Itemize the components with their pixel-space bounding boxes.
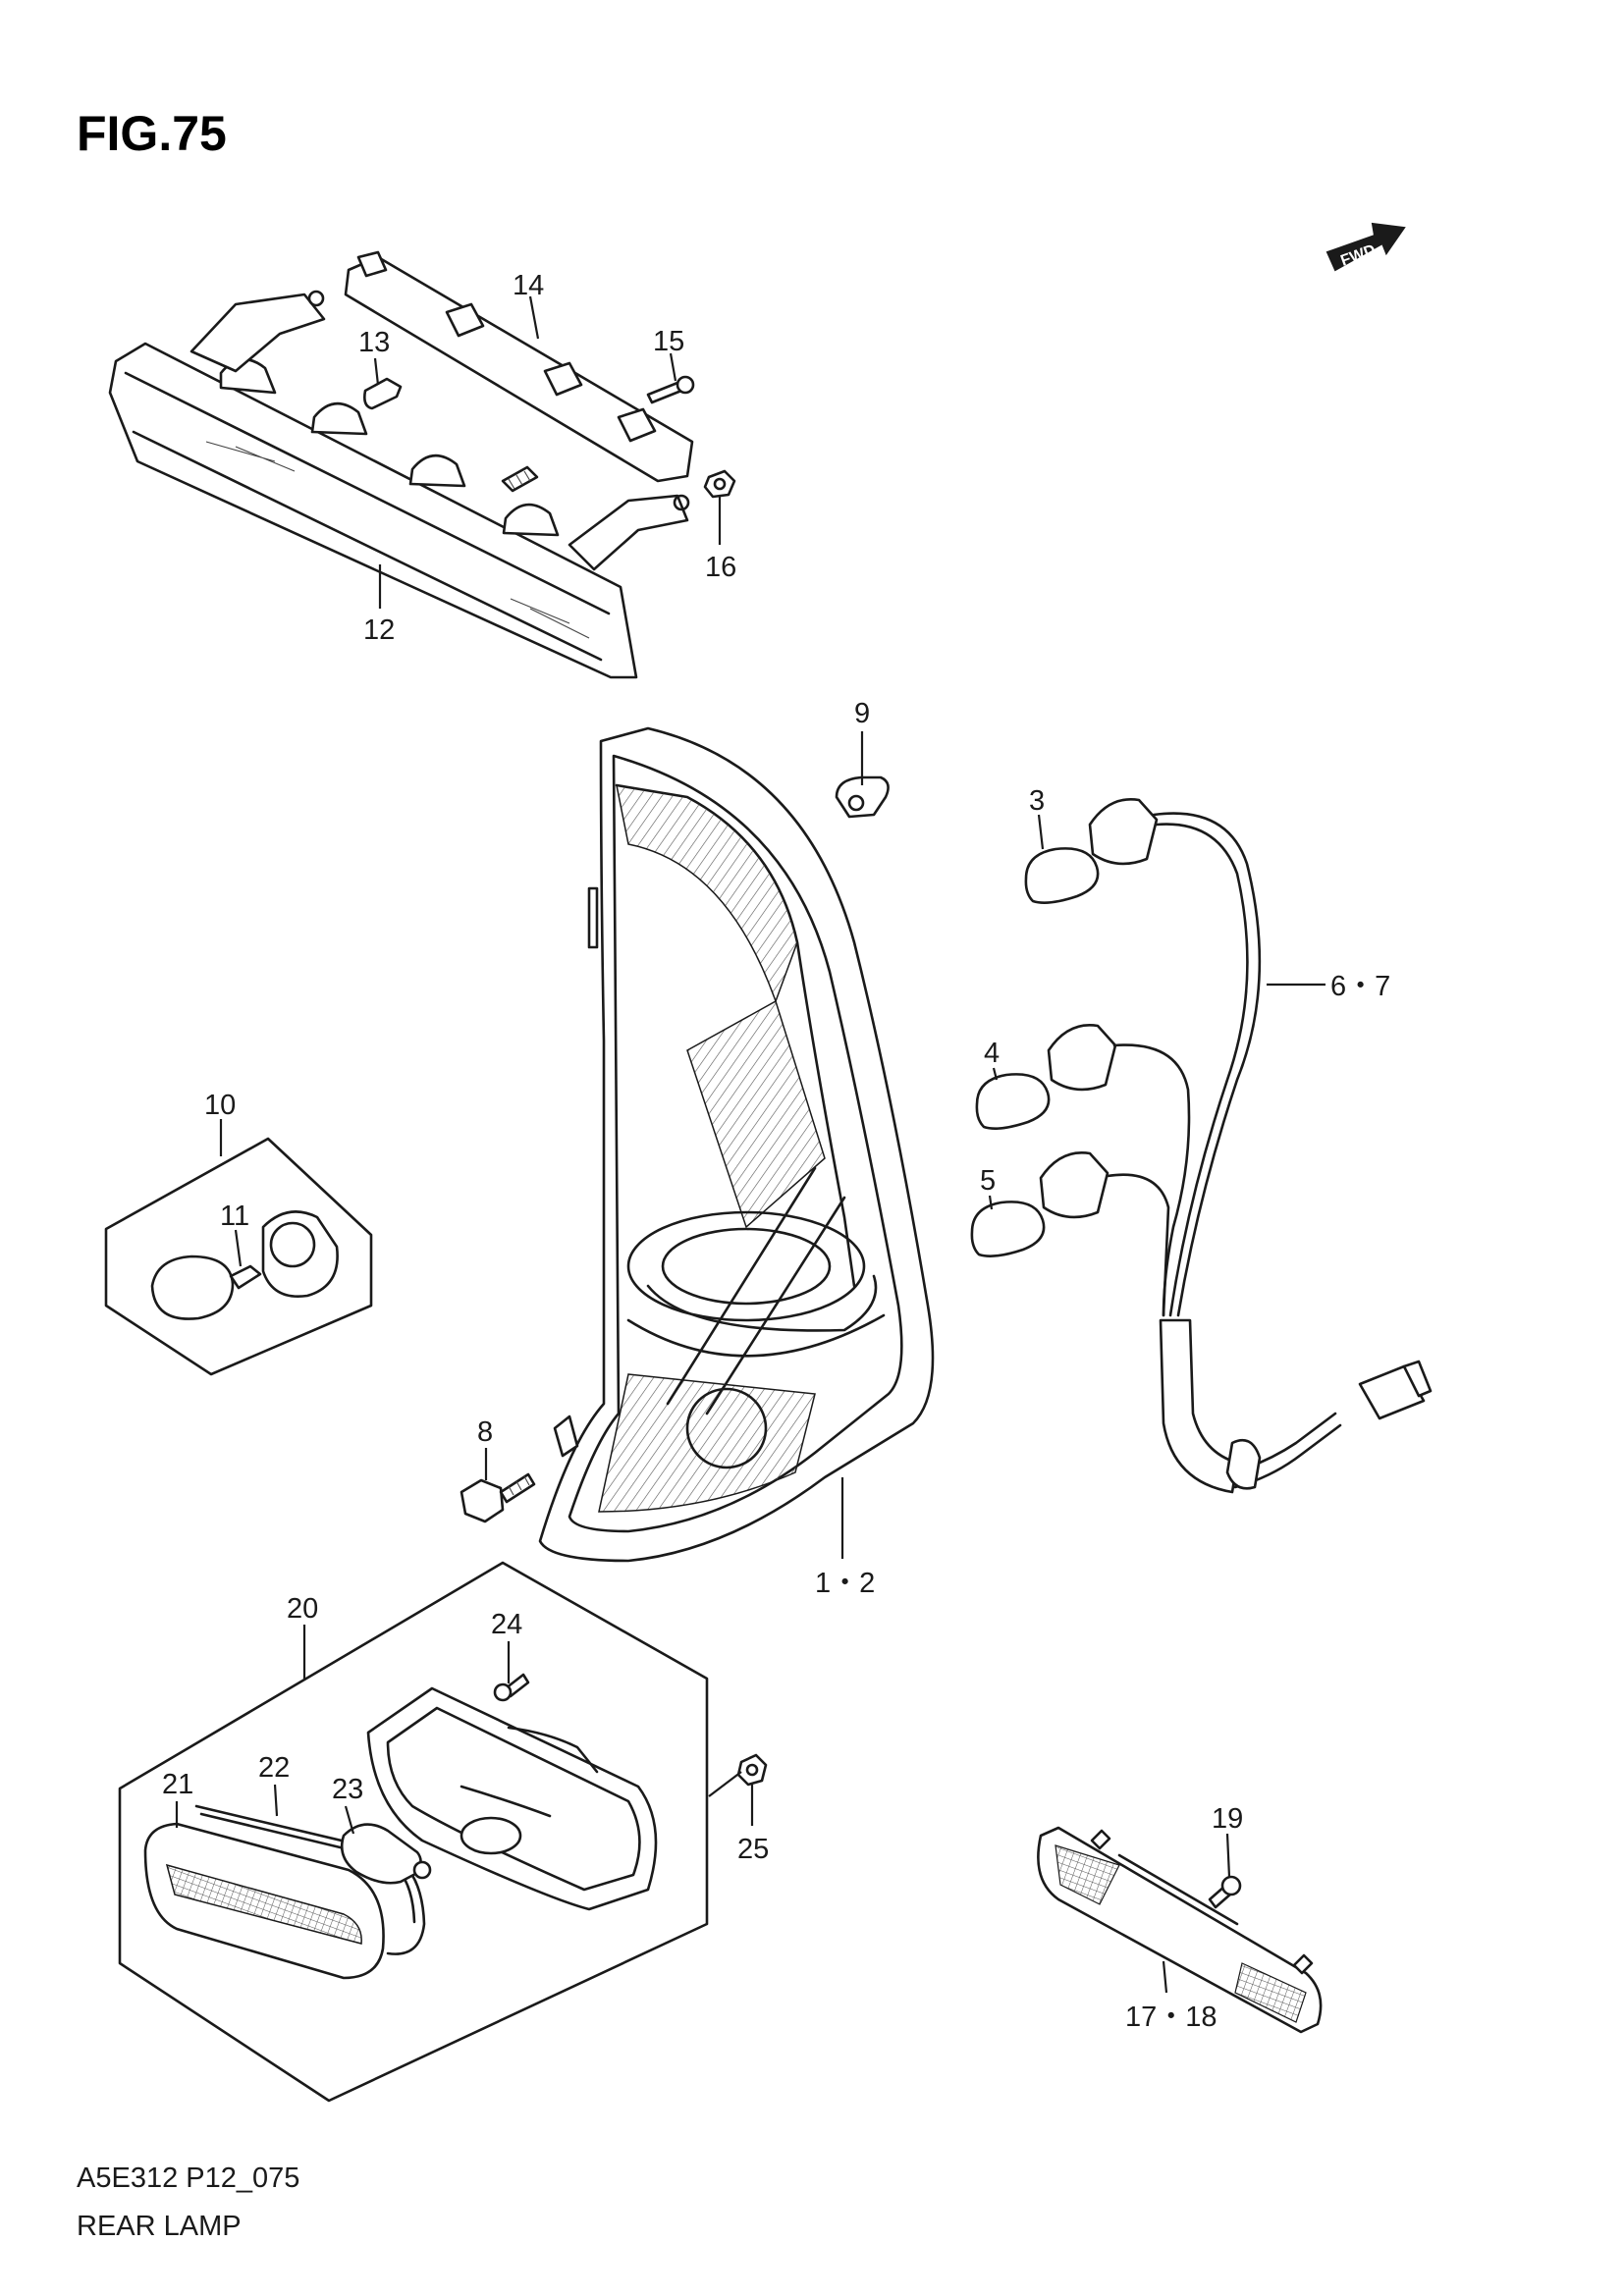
callout-9: 9 <box>854 698 870 729</box>
callout-1-2: 1・2 <box>815 1568 875 1599</box>
rear-reflector <box>1037 1826 1323 2034</box>
callout-12: 12 <box>363 614 395 646</box>
figure-title: FIG.75 <box>77 106 227 161</box>
nut-16 <box>703 469 736 499</box>
socket-strip <box>344 250 694 483</box>
wedge-bulb <box>501 465 539 493</box>
callout-16: 16 <box>705 552 736 583</box>
high-mount-stop-lamp <box>108 290 690 679</box>
callout-19: 19 <box>1212 1803 1243 1835</box>
leader-lines <box>175 295 1325 1994</box>
bulb-13 <box>363 377 403 410</box>
callout-25: 25 <box>737 1834 769 1865</box>
callout-6-7: 6・7 <box>1330 971 1390 1002</box>
callout-8: 8 <box>477 1416 493 1448</box>
bulb-5 <box>970 1201 1046 1257</box>
callout-3: 3 <box>1029 785 1045 817</box>
rear-combination-lamp <box>538 726 935 1563</box>
callout-14: 14 <box>513 270 544 301</box>
callout-5: 5 <box>980 1165 996 1197</box>
parts-box-10 <box>104 1137 373 1376</box>
screw-19 <box>1208 1875 1242 1909</box>
callout-23: 23 <box>332 1774 363 1805</box>
callout-15: 15 <box>653 326 684 357</box>
callout-labels: 14 13 15 16 12 9 3 6・7 4 5 10 11 8 1・2 2… <box>162 270 1390 2033</box>
callout-17-18: 17・18 <box>1125 2002 1217 2033</box>
screw-15 <box>646 375 695 404</box>
callout-4: 4 <box>984 1038 1000 1069</box>
bulb-3 <box>1024 847 1100 904</box>
nut-25 <box>736 1753 768 1787</box>
callout-10: 10 <box>204 1090 236 1121</box>
callout-21: 21 <box>162 1769 193 1800</box>
callout-11: 11 <box>220 1201 249 1232</box>
callout-22: 22 <box>258 1752 290 1784</box>
bolt-8 <box>460 1472 536 1523</box>
callout-20: 20 <box>287 1593 318 1625</box>
clip-9 <box>835 775 890 819</box>
diagram-name: REAR LAMP <box>77 2211 242 2242</box>
forward-arrow-icon: FWD <box>1325 222 1406 272</box>
callout-24: 24 <box>491 1609 522 1640</box>
socket-wire-harness <box>1039 797 1433 1494</box>
diagram-code: A5E312 P12_075 <box>77 2163 299 2194</box>
parts-box-20 <box>118 1561 709 2103</box>
bulb-4 <box>975 1073 1051 1130</box>
callout-13: 13 <box>358 327 390 358</box>
